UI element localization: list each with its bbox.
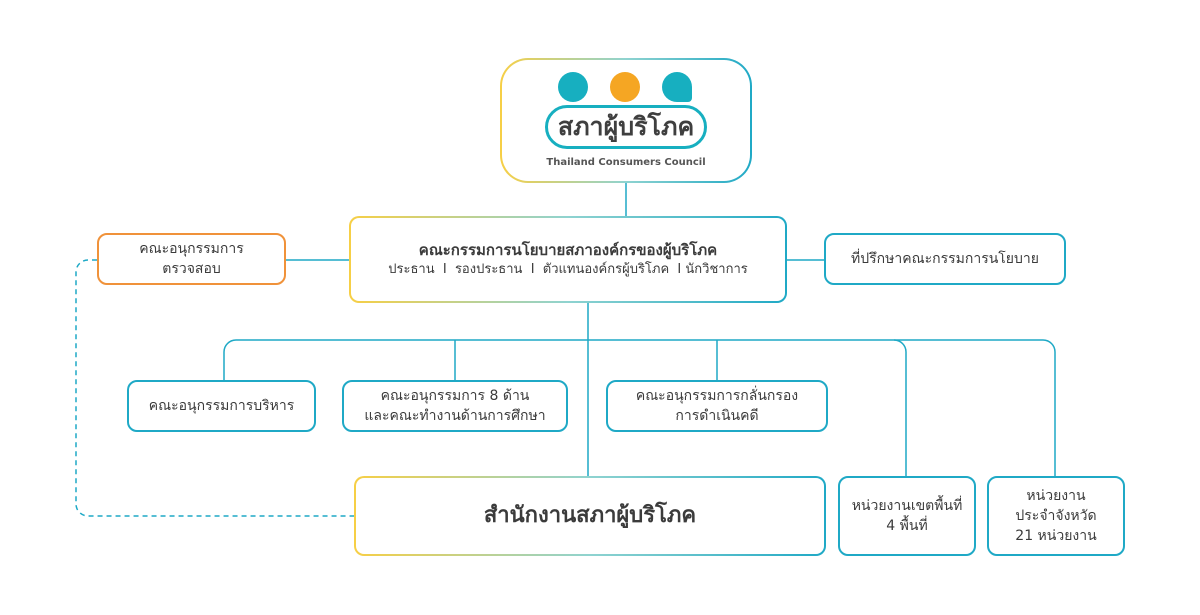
logo-dot-teal <box>558 72 588 102</box>
policy-committee-members: ประธาน I รองประธาน I ตัวแทนองค์กรผู้บริโ… <box>388 261 748 277</box>
logo-speech-bubble <box>662 72 692 102</box>
office-label: สำนักงานสภาผู้บริโภค <box>483 503 697 528</box>
regional-line1: หน่วยงานเขตพื้นที่ <box>851 498 963 514</box>
logo-dot-orange <box>610 72 640 102</box>
subcommittee-litigation-box: คณะอนุกรรมการกลั่นกรอง การดำเนินคดี <box>606 380 828 432</box>
subcommittee-litigation-line2: การดำเนินคดี <box>675 408 759 424</box>
audit-line2: ตรวจสอบ <box>162 261 221 277</box>
policy-advisor-label: ที่ปรึกษาคณะกรรมการนโยบาย <box>851 251 1039 267</box>
regional-units-box: หน่วยงานเขตพื้นที่ 4 พื้นที่ <box>838 476 976 556</box>
subcommittee-litigation-line1: คณะอนุกรรมการกลั่นกรอง <box>635 388 799 404</box>
subcommittee-admin-box: คณะอนุกรรมการบริหาร <box>127 380 316 432</box>
regional-line2: 4 พื้นที่ <box>886 518 928 534</box>
logo-english-name: Thailand Consumers Council <box>546 156 706 168</box>
connector-regional <box>893 339 907 476</box>
subcommittee-8-line2: และคณะทำงานด้านการศึกษา <box>364 408 546 424</box>
provincial-units-box: หน่วยงาน ประจำจังหวัด 21 หน่วยงาน <box>987 476 1125 556</box>
office-box: สำนักงานสภาผู้บริโภค <box>354 476 826 556</box>
audit-line1: คณะอนุกรรมการ <box>139 241 244 257</box>
logo-thai-name: สภาผู้บริโภค <box>544 104 708 149</box>
audit-committee-box: คณะอนุกรรมการ ตรวจสอบ <box>97 233 286 285</box>
subcommittee-8-areas-box: คณะอนุกรรมการ 8 ด้าน และคณะทำงานด้านการศ… <box>342 380 568 432</box>
policy-committee-box: คณะกรรมการนโยบายสภาองค์กรของผู้บริโภค ปร… <box>349 216 787 303</box>
connector-audit-office-dashed <box>75 259 354 517</box>
connector-branch <box>223 339 1056 476</box>
policy-advisor-box: ที่ปรึกษาคณะกรรมการนโยบาย <box>824 233 1066 285</box>
subcommittee-admin-label: คณะอนุกรรมการบริหาร <box>148 398 295 414</box>
subcommittee-8-line1: คณะอนุกรรมการ 8 ด้าน <box>380 388 530 404</box>
provincial-line2: ประจำจังหวัด <box>1015 508 1097 524</box>
provincial-line3: 21 หน่วยงาน <box>1015 528 1097 544</box>
policy-committee-title: คณะกรรมการนโยบายสภาองค์กรของผู้บริโภค <box>418 240 718 259</box>
provincial-line1: หน่วยงาน <box>1026 488 1086 504</box>
logo-box: สภาผู้บริโภค Thailand Consumers Council <box>500 58 752 183</box>
